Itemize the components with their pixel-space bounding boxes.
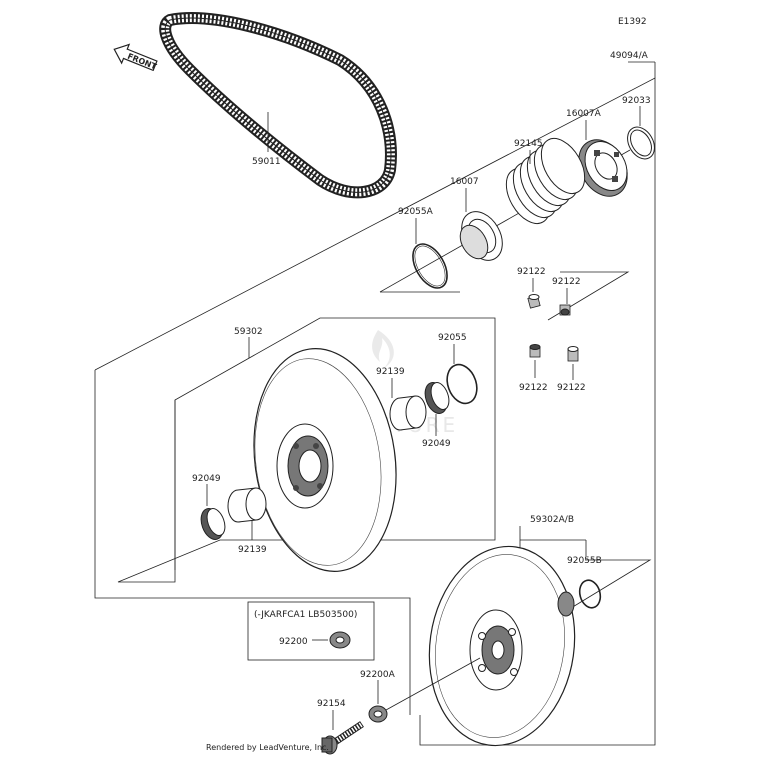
label-92122-2: 92122 [552,277,581,287]
label-92139-top: 92139 [376,367,405,377]
washer-92200-hole [335,636,345,644]
roller-92122-4 [567,346,579,362]
o-ring-92055b [578,579,602,609]
label-92049-top: 92049 [422,439,451,449]
label-92200a: 92200A [360,670,396,680]
bushing-92139-top [389,395,427,431]
label-92145: 92145 [514,139,543,149]
label-59302: 59302 [234,327,263,337]
label-49094a: 49094/A [610,51,649,61]
roller-92122-3 [529,344,541,358]
variant-note: (-JKARFCA1 LB503500) [254,610,357,620]
label-92200: 92200 [279,637,308,647]
label-92122-4: 92122 [557,383,586,393]
bushing-92049-bottom [200,508,226,540]
label-16007a: 16007A [566,109,602,119]
footer-credit: Rendered by LeadVenture, Inc. [206,743,329,752]
o-ring-92055a [412,243,448,289]
label-92055b: 92055B [567,556,602,566]
assembly-outline-49094a [94,77,656,746]
variant-note-box [247,601,375,661]
bushing-92049-top [424,382,450,414]
label-92122-3: 92122 [519,383,548,393]
label-92154: 92154 [317,699,346,709]
sheave-59302 [253,348,397,572]
label-92055: 92055 [438,333,467,343]
sheave-59302ab [428,545,576,747]
assembly-outline-left [94,370,411,715]
roller-92122-2 [559,304,571,316]
cam-16007 [459,211,503,261]
o-ring-92055a-inner [414,245,446,287]
bushing-92139-bottom [227,487,267,523]
label-16007: 16007 [450,177,479,187]
washer-92200a-hole [373,710,383,718]
group-line-rollers [547,271,630,321]
diagram-code: E1392 [618,17,647,27]
o-ring-92055 [446,363,478,405]
snap-ring-92033-inner [630,129,652,157]
label-92055a: 92055A [398,207,434,217]
front-arrow-icon: FRONT [113,43,158,72]
shaft-line [385,657,481,711]
label-92049-bottom: 92049 [192,474,221,484]
roller-92122-1 [527,294,541,309]
spring-92145 [505,138,586,224]
label-92139-bottom: 92139 [238,545,267,555]
bolt-92154 [321,721,364,755]
drive-belt [159,12,397,199]
cam-16007a [578,139,628,197]
label-59302ab: 59302A/B [530,515,574,525]
label-92033: 92033 [622,96,651,106]
label-59011: 59011 [252,157,281,167]
label-92122-1: 92122 [517,267,546,277]
